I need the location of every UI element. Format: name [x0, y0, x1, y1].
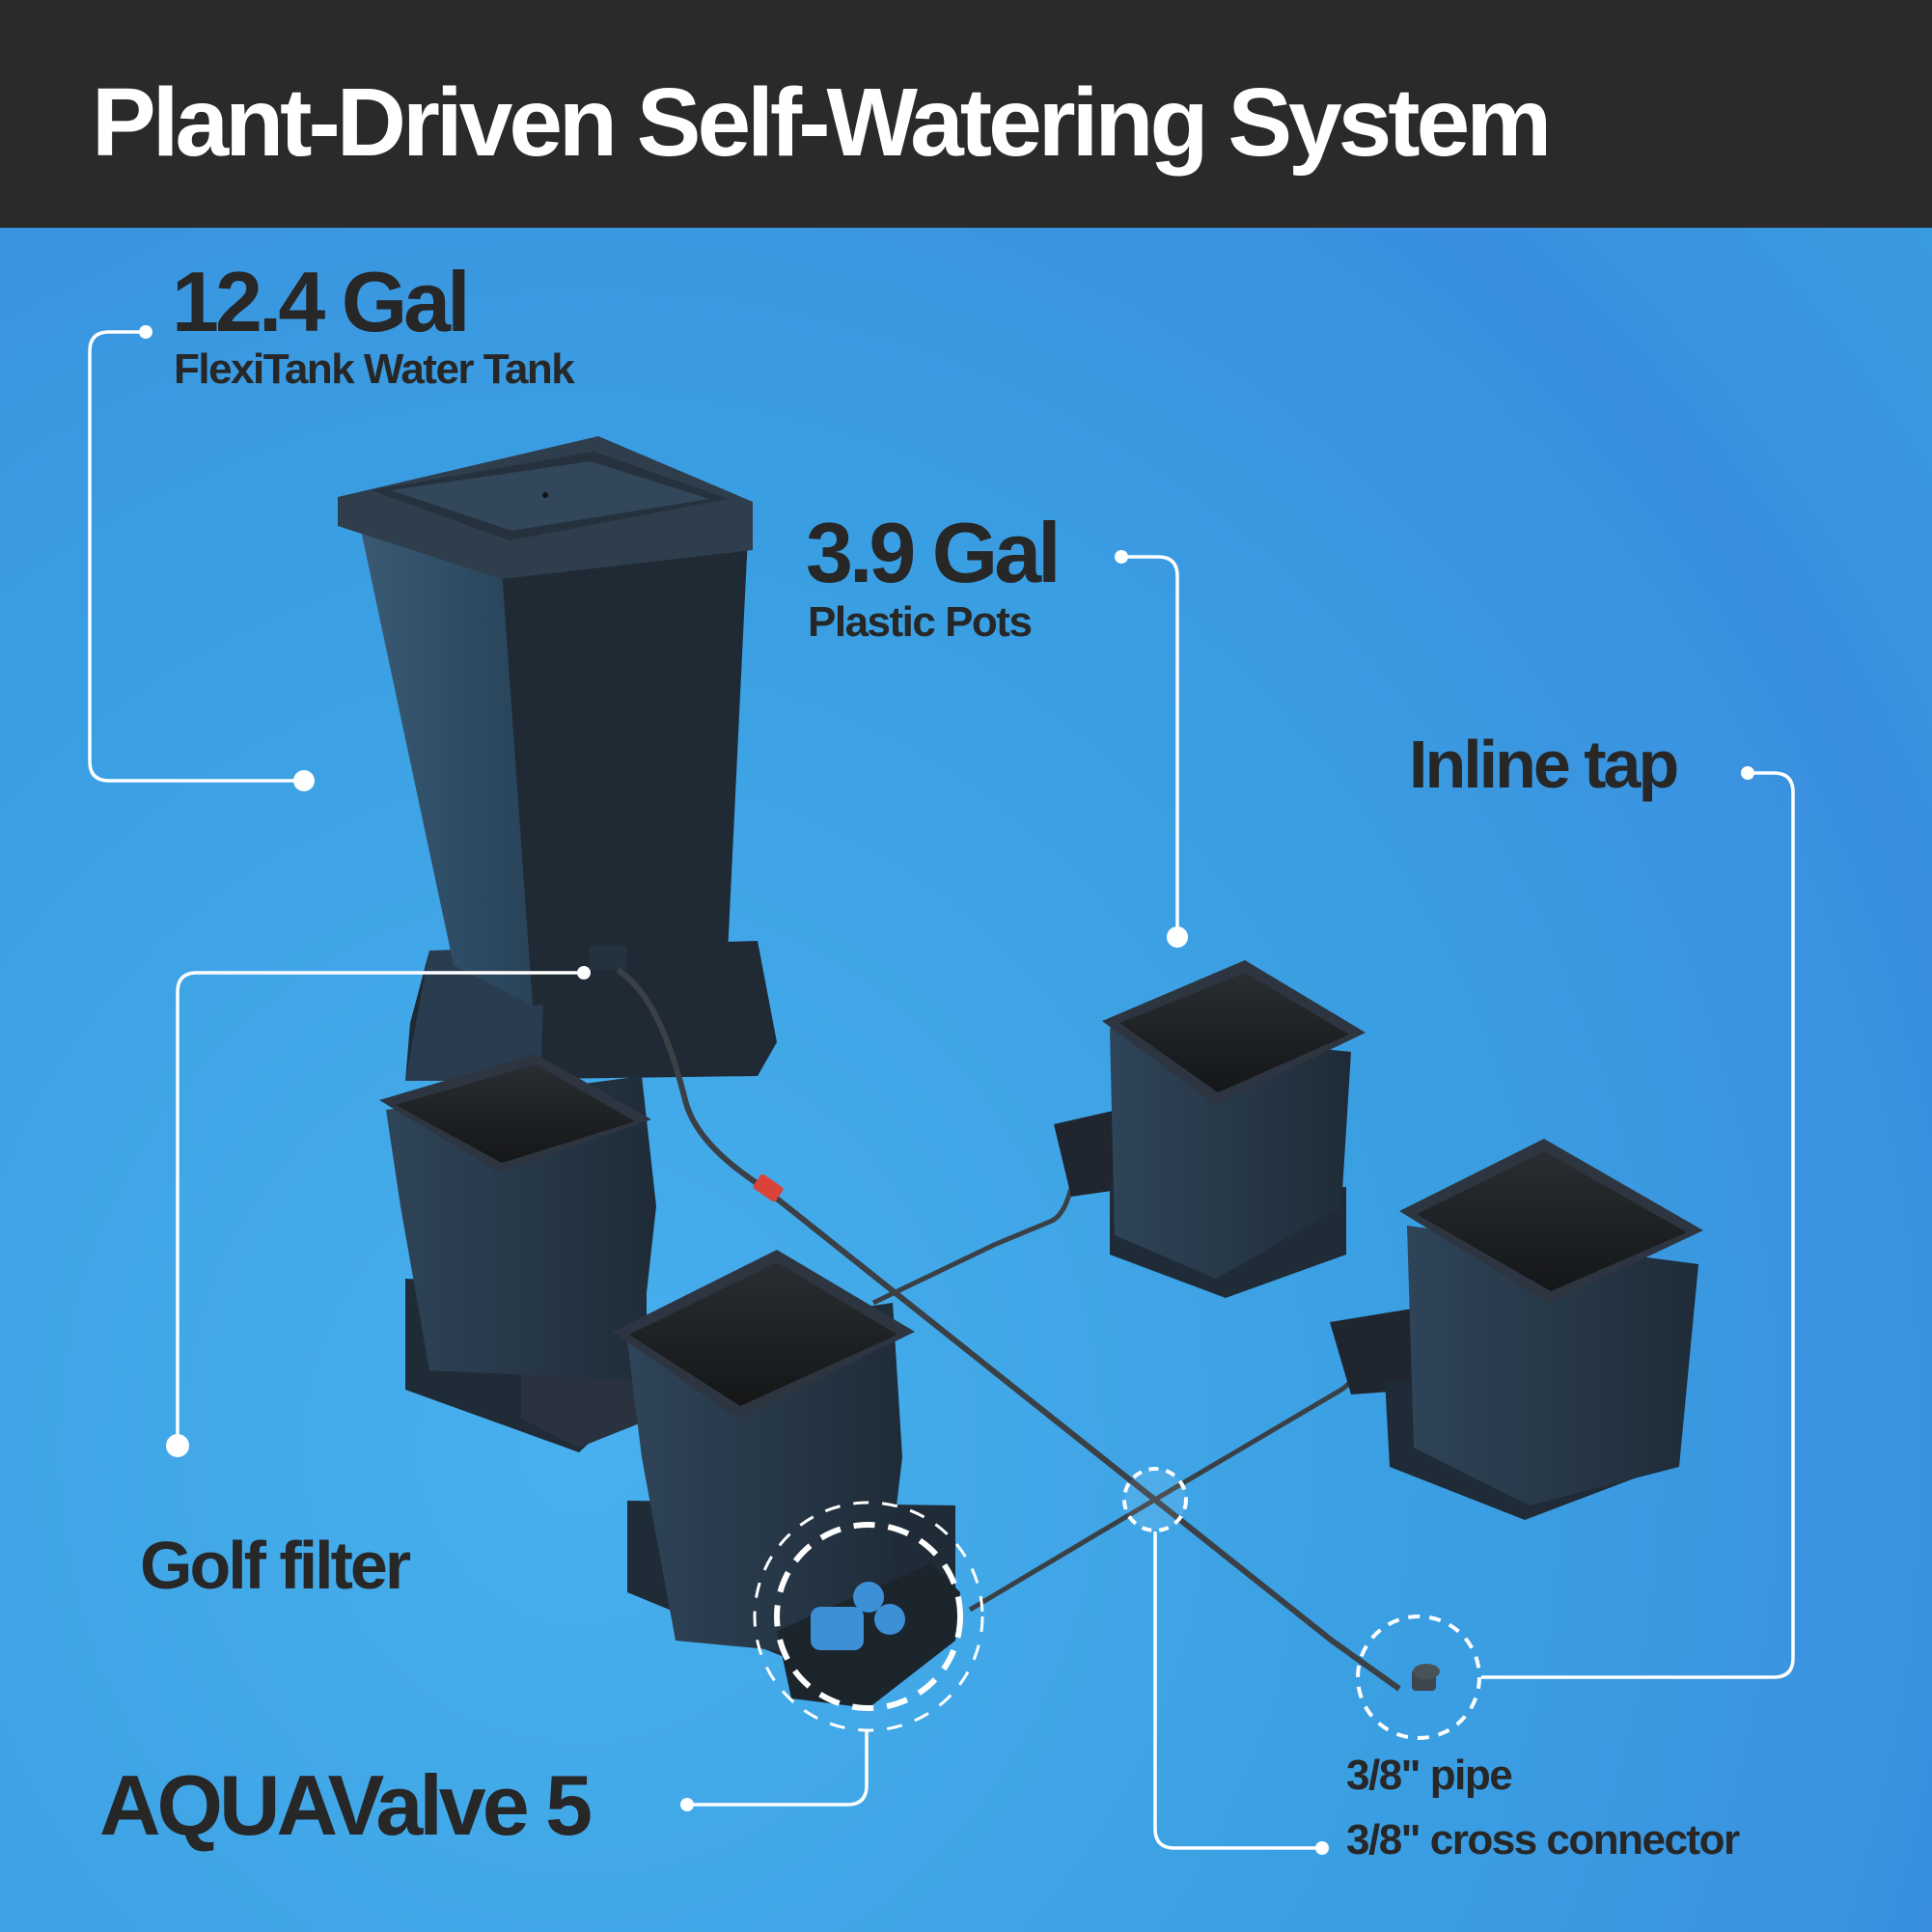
inline-tap-leader-line [1481, 771, 1795, 1679]
aquavalve-label: AQUAValve 5 [99, 1757, 593, 1853]
pipe-label: 3/8" pipe [1346, 1752, 1513, 1799]
filter-anchor-dot-icon [577, 966, 591, 980]
aquavalve-icon [811, 1607, 864, 1650]
aquavalve-highlight-outer [753, 1501, 984, 1732]
branch-pipe-1 [871, 1165, 1083, 1306]
cross-connector-label: 3/8" cross connector [1346, 1816, 1740, 1863]
leader-lines [88, 330, 1795, 1850]
header-bar: Plant-Driven Self-Watering System [0, 0, 1932, 228]
pipe-label-dot-icon [1315, 1841, 1329, 1855]
valve-label-dot-icon [680, 1798, 694, 1811]
inline-tap-label: Inline tap [1409, 727, 1679, 802]
pots-label: Plastic Pots [808, 598, 1033, 646]
feed-pipe [616, 967, 1401, 1692]
plastic-pot-3 [1054, 960, 1366, 1298]
aquavalve-highlight-inner [774, 1522, 963, 1711]
inline-tap-highlight [1356, 1615, 1481, 1740]
inline-tap-icon [1412, 1664, 1440, 1691]
page-title: Plant-Driven Self-Watering System [92, 69, 1552, 177]
plastic-pot-4 [1330, 1139, 1703, 1520]
pots-label-dot-icon [1115, 550, 1128, 564]
leader-dots [139, 325, 1754, 1855]
cross-connector-highlight [1122, 1467, 1188, 1532]
tank-anchor-dot-icon [293, 770, 315, 791]
tank-label-dot-icon [139, 325, 152, 339]
tank-leader-line [88, 330, 304, 783]
aquavalve-leader-line [687, 1730, 869, 1807]
aquavalve-tray [777, 1563, 960, 1708]
pipe-leader-line [1153, 1532, 1322, 1850]
pots-capacity: 3.9 Gal [806, 505, 1062, 600]
filter-label-dot-icon [166, 1434, 189, 1457]
tank-label: FlexiTank Water Tank [174, 345, 575, 393]
pots-leader-line [1121, 555, 1179, 937]
tank-capacity: 12.4 Gal [172, 254, 471, 349]
red-connector-icon [753, 1173, 784, 1202]
tap-label-dot-icon [1741, 766, 1754, 780]
pots-anchor-dot-icon [1167, 926, 1188, 948]
golf-filter-leader-line [176, 971, 584, 1446]
golf-filter-label: Golf filter [140, 1528, 411, 1603]
plastic-pot-1 [379, 1054, 656, 1452]
water-tank [338, 436, 753, 1006]
